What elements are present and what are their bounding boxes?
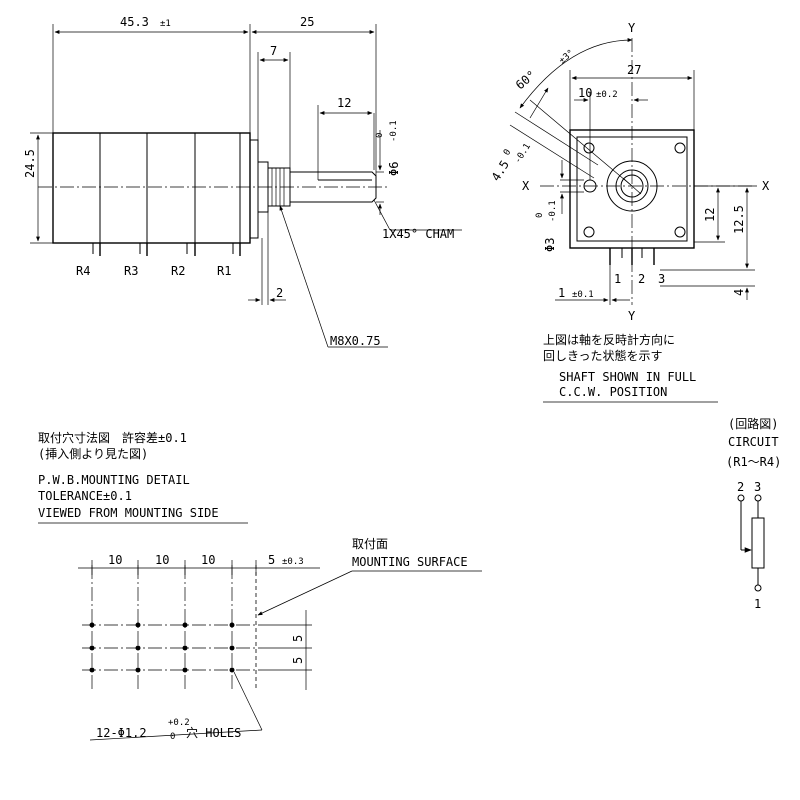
dim-shaft-dia-text: Φ6 <box>387 162 401 176</box>
dim-pin-offset-tol: ±0.1 <box>572 290 594 300</box>
dim-shaft-tol-upper: 0 <box>375 133 385 138</box>
mounting-detail: 取付穴寸法図 許容差±0.1 (挿入側より見た図) P.W.B.MOUNTING… <box>38 430 482 742</box>
terminal-label: 3 <box>658 272 665 286</box>
dim-angle-text: 60° <box>513 68 539 93</box>
dim-height-text: 24.5 <box>23 149 37 178</box>
dim-thread-offset: 2 <box>248 212 286 305</box>
dim-bushing-text: 7 <box>270 44 277 58</box>
dim-flat-length: 12 <box>317 96 375 180</box>
dim-overall-length: 45.3 ±1 25 <box>52 15 377 176</box>
mounting-titles: 取付穴寸法図 許容差±0.1 (挿入側より見た図) P.W.B.MOUNTING… <box>38 430 248 524</box>
circuit-pin-label: 2 <box>737 480 744 494</box>
edge-tol-text: ±0.3 <box>282 557 304 567</box>
dim-h2-text: 12.5 <box>732 205 746 234</box>
mount-title-en-2: TOLERANCE±0.1 <box>38 489 132 503</box>
note-jp-2: 回しきった状態を示す <box>543 348 663 363</box>
dim-key-width-tol-upper: 0 <box>502 148 513 158</box>
dim-thread-len-text: 2 <box>276 286 283 300</box>
axis-y-bottom: Y <box>628 309 636 323</box>
axis-y-top: Y <box>628 21 636 35</box>
dim-flat-text: 12 <box>337 96 351 110</box>
mounting-hole <box>89 622 235 673</box>
terminal-pins <box>92 243 241 256</box>
dim-shaft-len-text: 25 <box>300 15 314 29</box>
pitch-text: 10 <box>108 553 122 567</box>
terminal-labels: 1 2 3 <box>614 272 665 286</box>
dim-terminal-text: 4 <box>732 289 746 296</box>
mount-title-en-3: VIEWED FROM MOUNTING SIDE <box>38 506 219 520</box>
row-pitch-text: 5 <box>291 635 305 642</box>
dim-width-text: 27 <box>627 63 641 77</box>
section-label: R3 <box>124 264 138 278</box>
axis-x-right: X <box>762 179 770 193</box>
front-view-note: 上図は軸を反時計方向に 回しきった状態を示す SHAFT SHOWN IN FU… <box>543 332 718 403</box>
side-view: 45.3 ±1 25 7 12 24.5 Φ6 <box>23 15 462 348</box>
thread-callout: M8X0.75 <box>279 205 388 348</box>
chamfer-callout: 1X45° CHAM <box>373 199 462 241</box>
surface-jp: 取付面 <box>352 537 388 551</box>
dim-pin-offset: 1 ±0.1 <box>555 265 630 305</box>
dim-pin-dia-text: Φ3 <box>543 238 557 252</box>
dim-pin-offset-text: 1 <box>558 286 565 300</box>
pitch-text: 10 <box>201 553 215 567</box>
dim-angle-tol: ±3° <box>558 48 577 66</box>
circuit-title-en: CIRCUIT <box>728 435 779 449</box>
dim-bushing-length: 7 <box>257 44 291 168</box>
hole-callout: 12-Φ1.2 +0.2 0 穴 HOLES <box>89 671 263 742</box>
circuit-pin-label: 1 <box>754 597 761 611</box>
dim-key-width-text: 4.5 <box>489 158 512 184</box>
dim-row-pitch: 5 5 <box>262 610 312 690</box>
edge-dim-text: 5 <box>268 553 275 567</box>
dim-h1-text: 12 <box>703 208 717 222</box>
front-view: Y Y X X 27 10 ±0.2 60° ±3° <box>489 21 770 403</box>
section-label: R4 <box>76 264 90 278</box>
hole-suffix: 穴 HOLES <box>186 725 241 740</box>
circuit-diagram: (回路図) CIRCUIT (R1～R4) 2 3 1 <box>726 416 781 611</box>
resistor-symbol <box>737 494 765 592</box>
row-pitch-text: 5 <box>291 657 305 664</box>
terminal-label: 2 <box>638 272 645 286</box>
section-label: R2 <box>171 264 185 278</box>
dim-key-width-tol-lower: -0.1 <box>513 142 533 166</box>
hole-tol-upper: +0.2 <box>168 718 190 728</box>
dim-pin-diameter: Φ3 0 -0.1 <box>535 160 584 252</box>
circuit-pin-label: 3 <box>754 480 761 494</box>
dim-hole-pitch: 10 10 10 5 ±0.3 <box>78 553 320 575</box>
circuit-subtitle: (R1～R4) <box>726 455 781 469</box>
dim-key-offset: 10 ±0.2 <box>574 86 648 180</box>
dim-pin-dia-tol-lower: -0.1 <box>548 200 558 222</box>
note-jp-1: 上図は軸を反時計方向に <box>543 332 675 347</box>
potentiometer-body <box>52 132 259 244</box>
dim-key-offset-text: 10 <box>578 86 592 100</box>
hole-prefix: 12-Φ1.2 <box>96 726 147 740</box>
dim-pin-dia-tol-upper: 0 <box>535 213 545 218</box>
terminal-label: 1 <box>614 272 621 286</box>
dim-shaft-tol-lower: -0.1 <box>389 120 399 142</box>
dim-right-heights: 12 12.5 4 <box>660 185 755 300</box>
dim-length-tol: ±1 <box>160 19 171 29</box>
note-en-2: C.C.W. POSITION <box>559 385 667 399</box>
surface-callout: 取付面 MOUNTING SURFACE <box>257 537 482 616</box>
chamfer-note: 1X45° CHAM <box>382 227 454 241</box>
surface-en: MOUNTING SURFACE <box>352 555 468 569</box>
dim-key-offset-tol: ±0.2 <box>596 90 618 100</box>
hole-tol-lower: 0 <box>170 732 175 742</box>
dim-shaft-diameter: Φ6 0 -0.1 <box>375 120 401 215</box>
axis-x-left: X <box>522 179 530 193</box>
dim-length-text: 45.3 <box>120 15 149 29</box>
dim-key-width: 4.5 0 -0.1 <box>489 87 599 184</box>
pitch-text: 10 <box>155 553 169 567</box>
dim-body-height: 24.5 <box>23 132 53 244</box>
section-label: R1 <box>217 264 231 278</box>
circuit-title-jp: (回路図) <box>728 416 778 431</box>
section-labels: R4 R3 R2 R1 <box>76 264 231 278</box>
mount-title-jp-1: 取付穴寸法図 許容差±0.1 <box>38 430 187 445</box>
mount-title-jp-2: (挿入側より見た図) <box>38 447 148 461</box>
note-en-1: SHAFT SHOWN IN FULL <box>559 370 696 384</box>
mount-title-en-1: P.W.B.MOUNTING DETAIL <box>38 473 190 487</box>
thread-note: M8X0.75 <box>330 334 381 348</box>
hole-grid <box>82 565 262 690</box>
